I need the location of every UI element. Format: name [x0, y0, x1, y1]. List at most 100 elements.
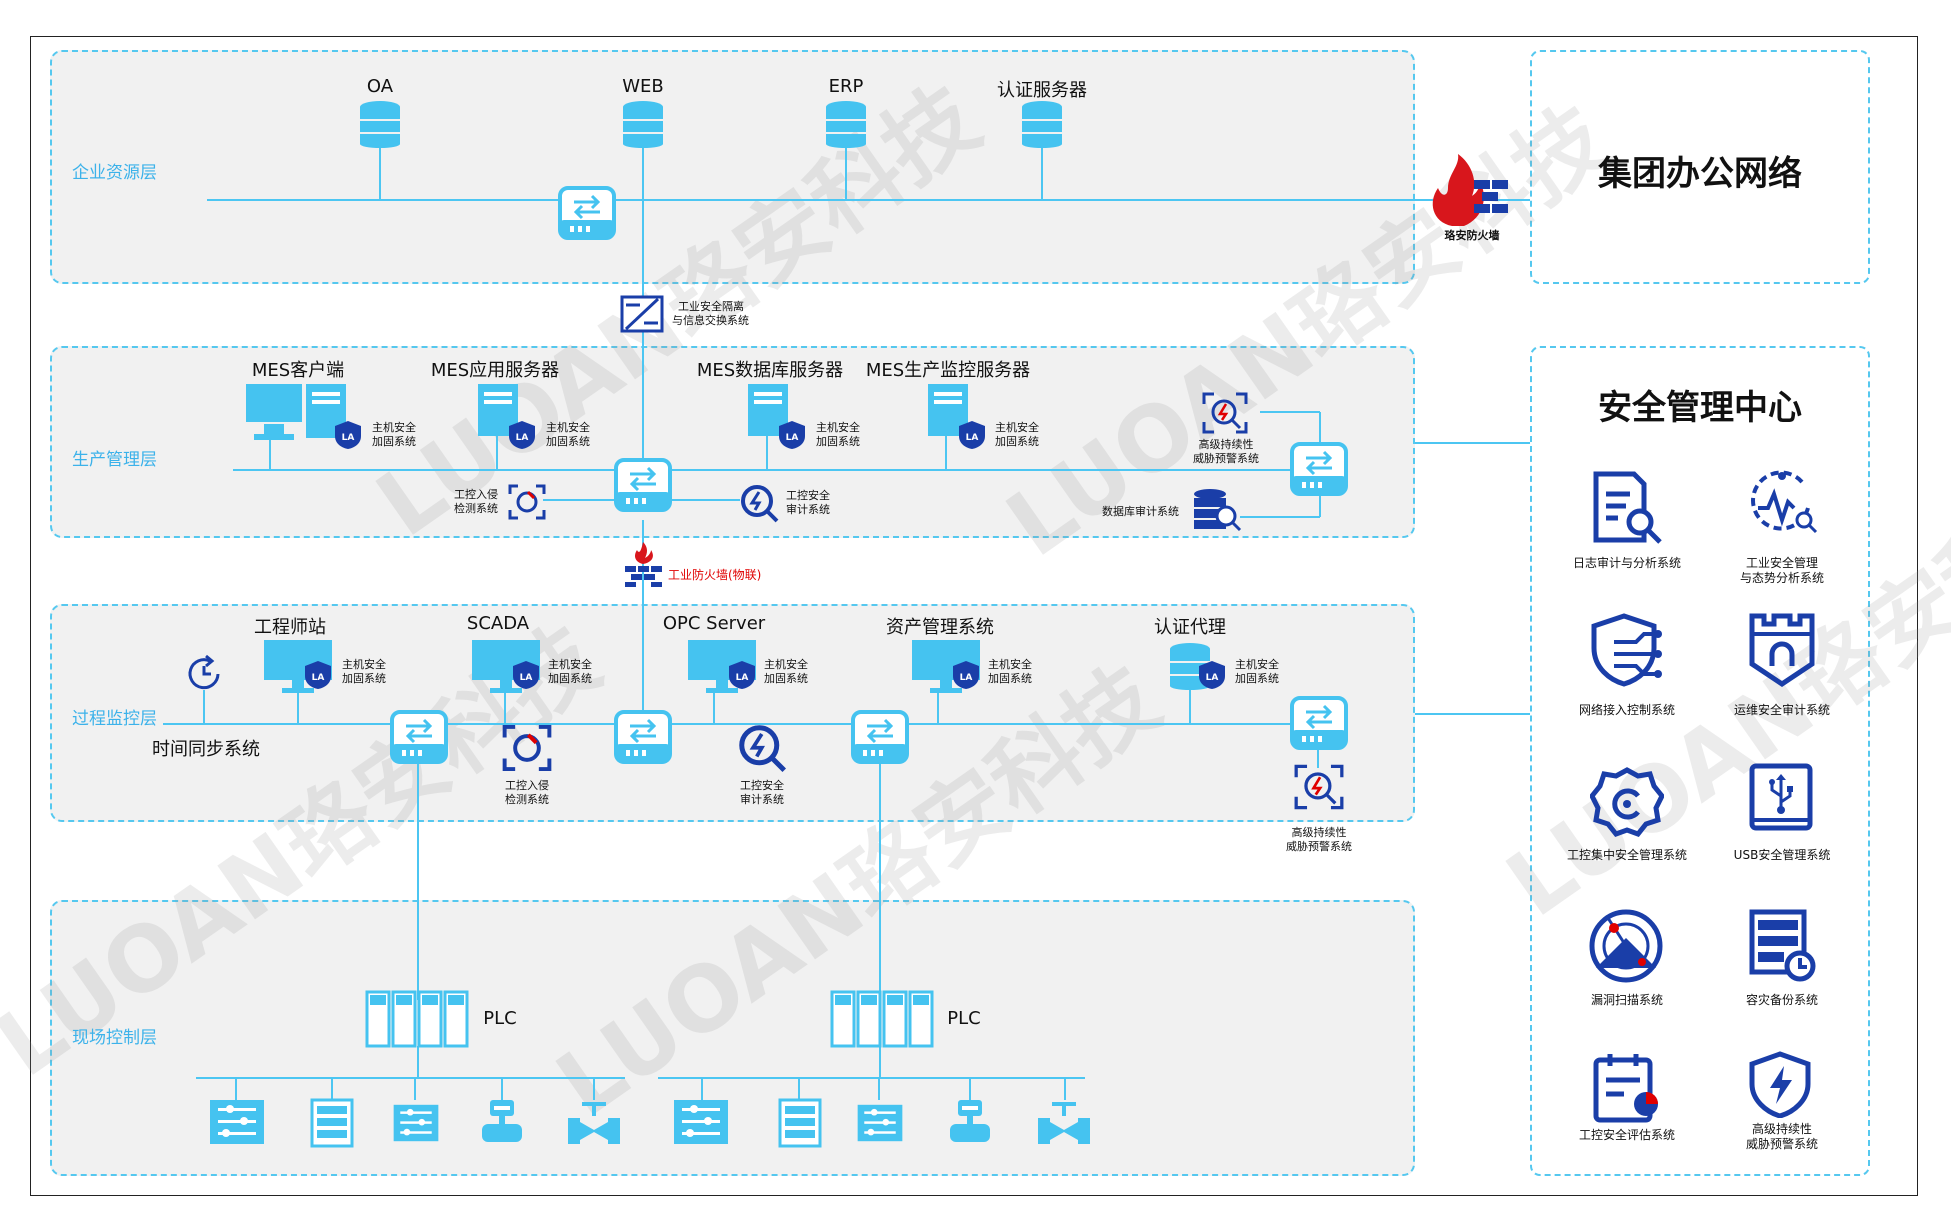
- time-sync-label: 时间同步系统: [152, 739, 260, 760]
- host-security-label: 主机安全加固系统: [342, 658, 386, 685]
- security-item-label: 容灾备份系统: [1745, 993, 1819, 1007]
- io-module-icon: [393, 1104, 439, 1142]
- ids-label: 工控入侵检测系统: [454, 488, 498, 515]
- server-label-auth: 认证服务器: [997, 80, 1087, 101]
- io-module-icon: [857, 1104, 903, 1142]
- io-module-icon: [210, 1100, 264, 1144]
- host-security-shield-icon: LA: [1199, 661, 1225, 689]
- ids-icon: [502, 724, 552, 772]
- isolation-gateway-icon: [620, 295, 664, 333]
- firewall-label: 珞安防火墙: [1444, 229, 1500, 242]
- apt-shield-icon: [1749, 1051, 1811, 1118]
- host-security-label: 主机安全加固系统: [1235, 658, 1279, 685]
- svg-text:LA: LA: [516, 433, 529, 443]
- valve-icon: [568, 1102, 620, 1144]
- mes-app-label: MES应用服务器: [430, 360, 560, 381]
- usb-icon: [1749, 763, 1813, 831]
- flowmeter-icon: [482, 1100, 522, 1142]
- rack-icon: [310, 1098, 354, 1148]
- audit-label: 工控安全审计系统: [786, 489, 830, 516]
- host-security-label: 主机安全加固系统: [816, 421, 860, 448]
- host-security-shield-icon: LA: [335, 421, 361, 449]
- db-audit-label: 数据库审计系统: [1102, 505, 1179, 518]
- security-item-label: 运维安全审计系统: [1733, 703, 1831, 717]
- host-security-shield-icon: LA: [779, 421, 805, 449]
- database-icon: [1170, 643, 1210, 690]
- group-network-zone: [1530, 50, 1870, 284]
- security-item-label: 工控安全评估系统: [1578, 1128, 1676, 1142]
- apt-label: 高级持续性威胁预警系统: [1193, 438, 1259, 465]
- apt-detection-icon: [1202, 392, 1248, 434]
- audit-icon: [741, 485, 779, 523]
- database-icon: [623, 101, 663, 148]
- security-item-label: 高级持续性威胁预警系统: [1745, 1122, 1819, 1151]
- security-item-label: USB安全管理系统: [1733, 848, 1831, 862]
- switch-icon: [558, 186, 616, 240]
- switch-icon: [1290, 442, 1348, 496]
- opc-server-label: OPC Server: [662, 613, 766, 634]
- mes-client-label: MES客户端: [251, 360, 345, 381]
- mes-monitor-label: MES生产监控服务器: [865, 360, 1031, 381]
- plc-label: PLC: [947, 1008, 981, 1029]
- ops-audit-icon: [1749, 613, 1815, 688]
- host-security-shield-icon: LA: [959, 421, 985, 449]
- host-security-label: 主机安全加固系统: [372, 421, 416, 448]
- scada-label: SCADA: [466, 613, 530, 634]
- valve-icon: [1038, 1102, 1090, 1144]
- industrial-firewall-icon: [625, 542, 662, 587]
- diagram-frame: [30, 36, 1918, 1196]
- host-security-label: 主机安全加固系统: [995, 421, 1039, 448]
- host-security-label: 主机安全加固系统: [764, 658, 808, 685]
- mes-db-label: MES数据库服务器: [696, 360, 844, 381]
- host-security-label: 主机安全加固系统: [988, 658, 1032, 685]
- switch-icon: [614, 458, 672, 512]
- assessment-icon: [1593, 1054, 1658, 1123]
- ids-icon: [508, 484, 546, 520]
- host-security-shield-icon: LA: [509, 421, 535, 449]
- switch-icon: [851, 710, 909, 764]
- svg-text:LA: LA: [786, 433, 799, 443]
- server-label-erp: ERP: [828, 76, 864, 97]
- layer-label-field: 现场控制层: [72, 1028, 157, 1048]
- database-icon: [360, 101, 400, 148]
- layer-label-production: 生产管理层: [72, 450, 157, 470]
- host-security-shield-icon: LA: [513, 661, 539, 689]
- svg-text:LA: LA: [520, 673, 533, 683]
- audit-icon: [739, 725, 787, 773]
- switch-icon: [614, 710, 672, 764]
- svg-text:LA: LA: [342, 433, 355, 443]
- security-center-title: 安全管理中心: [1598, 388, 1802, 428]
- security-center-zone: [1530, 346, 1870, 1176]
- auth-proxy-label: 认证代理: [1154, 617, 1226, 638]
- host-security-shield-icon: LA: [953, 661, 979, 689]
- host-security-shield-icon: LA: [305, 661, 331, 689]
- clock-sync-icon: [188, 654, 220, 690]
- ids-label: 工控入侵检测系统: [505, 779, 549, 806]
- network-access-icon: [1591, 613, 1662, 687]
- group-network-title: 集团办公网络: [1598, 154, 1802, 194]
- svg-text:LA: LA: [736, 673, 749, 683]
- database-icon: [1022, 101, 1062, 148]
- layer-label-process: 过程监控层: [72, 709, 157, 729]
- apt-label: 高级持续性威胁预警系统: [1286, 826, 1352, 853]
- plc-label: PLC: [483, 1008, 517, 1029]
- switch-icon: [1290, 696, 1348, 750]
- security-item-label: 工控集中安全管理系统: [1566, 848, 1688, 862]
- backup-icon: [1749, 909, 1816, 982]
- apt-detection-icon: [1294, 764, 1344, 810]
- server-label-web: WEB: [622, 76, 664, 97]
- host-security-label: 主机安全加固系统: [546, 421, 590, 448]
- isolation-gateway-label: 工业安全隔离 与信息交换系统: [672, 300, 749, 327]
- svg-text:LA: LA: [966, 433, 979, 443]
- db-audit-icon: [1194, 489, 1242, 532]
- industrial-firewall-label: 工业防火墙(物联): [668, 568, 762, 582]
- monitor-icon: [472, 640, 540, 693]
- enterprise-zone: [50, 50, 1415, 284]
- production-zone: [50, 346, 1415, 538]
- security-item-label: 工业安全管理与态势分析系统: [1739, 556, 1825, 585]
- io-module-icon: [674, 1100, 728, 1144]
- svg-text:LA: LA: [312, 673, 325, 683]
- switch-icon: [390, 710, 448, 764]
- svg-text:LA: LA: [1206, 673, 1219, 683]
